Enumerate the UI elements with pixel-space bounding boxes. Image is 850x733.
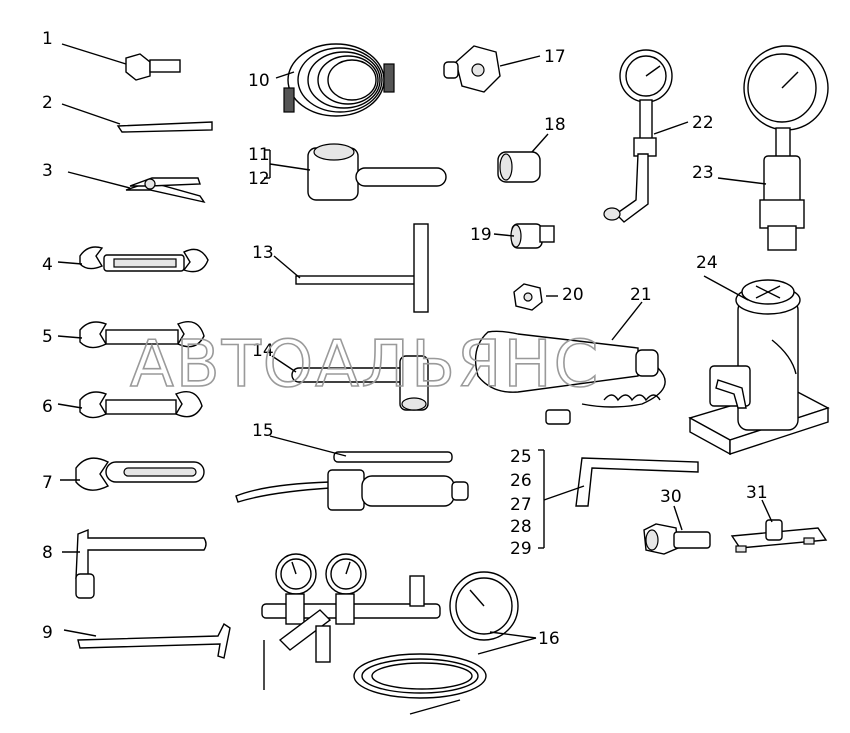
callout-10: 10	[248, 71, 270, 91]
callout-15: 15	[252, 421, 274, 441]
part-l-socket-wrench	[62, 528, 207, 599]
callout-28: 28	[510, 517, 532, 537]
part-nut	[513, 283, 558, 311]
callout-12: 12	[248, 169, 270, 189]
part-hex-adapter	[443, 45, 541, 93]
callout-4: 4	[42, 255, 53, 275]
callout-21: 21	[630, 285, 652, 305]
part-grease-gun	[235, 435, 469, 511]
callout-25: 25	[510, 447, 532, 467]
part-bracket	[730, 499, 828, 553]
part-pry-bar	[63, 622, 231, 659]
callout-3: 3	[42, 161, 53, 181]
callout-8: 8	[42, 543, 53, 563]
callout-18: 18	[544, 115, 566, 135]
callout-29: 29	[510, 539, 532, 559]
callout-26: 26	[510, 471, 532, 491]
part-socket-wrench	[264, 143, 447, 201]
part-tire-gauge	[603, 49, 689, 223]
callout-5: 5	[42, 327, 53, 347]
part-open-end-wrench-b	[57, 321, 205, 349]
part-hose-connector	[643, 505, 711, 555]
callout-14: 14	[252, 341, 274, 361]
callout-labels: 1 2 3 4 5 6 7 8 9 10 11 12 13 14 15 16 1…	[42, 29, 768, 649]
part-open-end-wrench-a	[57, 246, 209, 273]
callout-24: 24	[696, 253, 718, 273]
part-coiled-hose	[275, 43, 395, 117]
callout-7: 7	[42, 473, 53, 493]
part-pressure-gauge	[717, 45, 829, 251]
part-inspection-lamp	[474, 301, 666, 425]
part-ring-spanner	[60, 457, 205, 491]
callout-19: 19	[470, 225, 492, 245]
part-sleeve	[497, 133, 549, 183]
part-hammer	[271, 355, 429, 411]
callout-27: 27	[510, 495, 532, 515]
callout-20: 20	[562, 285, 584, 305]
callout-11: 11	[248, 145, 270, 165]
callout-13: 13	[252, 243, 274, 263]
part-t-bar	[273, 223, 429, 313]
callout-2: 2	[42, 93, 53, 113]
callout-1: 1	[42, 29, 53, 49]
part-threaded-fitting	[493, 223, 555, 249]
part-open-end-wrench-c	[57, 391, 203, 419]
part-pliers	[67, 171, 206, 204]
callout-6: 6	[42, 397, 53, 417]
callout-31: 31	[746, 483, 768, 503]
callout-22: 22	[692, 113, 714, 133]
callout-30: 30	[660, 487, 682, 507]
part-bit	[61, 43, 181, 81]
part-gauge-manifold	[261, 553, 537, 715]
callout-23: 23	[692, 163, 714, 183]
callout-17: 17	[544, 47, 566, 67]
callout-16: 16	[538, 629, 560, 649]
part-flat-probe	[61, 103, 213, 133]
part-hydraulic-jack	[688, 275, 830, 456]
part-hex-key	[538, 449, 699, 549]
callout-9: 9	[42, 623, 53, 643]
watermark-text: АВТОАЛЬЯНС	[130, 328, 600, 402]
